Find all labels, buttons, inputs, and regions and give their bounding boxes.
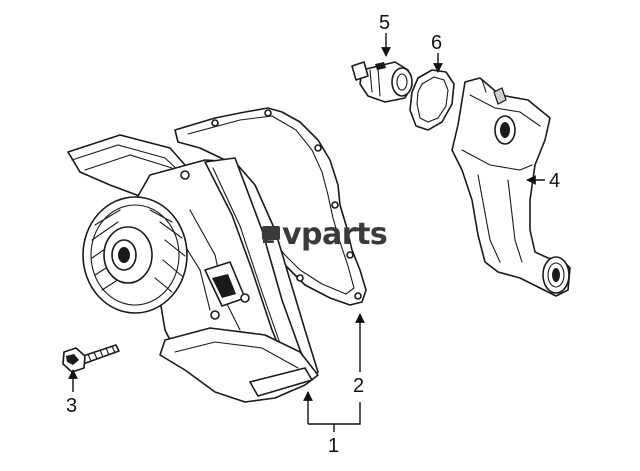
water-pump-body[interactable] <box>67 134 319 403</box>
callout-1: 1 <box>328 435 339 457</box>
watermark-logo: z vparts <box>262 217 388 252</box>
callout-6: 6 <box>431 32 442 54</box>
part-5-thermostat[interactable] <box>351 61 413 103</box>
callout-labels: 5 6 4 3 2 1 <box>66 12 560 457</box>
impeller-hub[interactable] <box>82 196 188 314</box>
part-4-coolant-pipe[interactable] <box>451 77 571 297</box>
callout-5: 5 <box>379 12 390 34</box>
callout-3: 3 <box>66 395 77 417</box>
watermark-text: vparts <box>282 217 387 252</box>
part-3-bolt[interactable] <box>62 344 120 373</box>
callout-4: 4 <box>549 170 560 192</box>
leader-lines <box>68 33 545 432</box>
watermark-prefix: z <box>262 224 274 249</box>
part-6-seal[interactable] <box>409 69 455 131</box>
gasket-bolt-holes <box>211 109 362 300</box>
callout-2: 2 <box>353 375 364 397</box>
watermark-z-block <box>262 226 280 240</box>
